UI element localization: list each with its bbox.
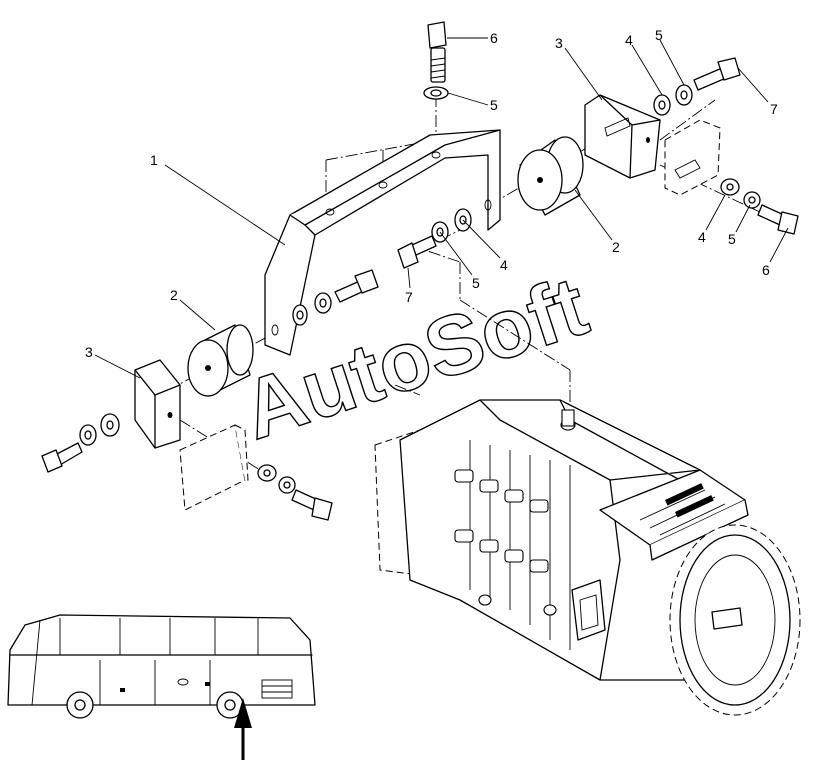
gearbox-bell-housing <box>669 524 801 716</box>
callout-mount-right-2: 2 <box>612 239 620 255</box>
right-rubber-mount <box>517 136 584 216</box>
callout-washer-mid-4: 4 <box>500 257 508 273</box>
callout-mount-right-3: 3 <box>555 35 563 51</box>
callout-mount-left-3: 3 <box>85 344 93 360</box>
callout-bracket: 1 <box>150 152 158 168</box>
callout-mount-left-2: 2 <box>170 287 178 303</box>
callout-washer-lower-5: 5 <box>728 231 736 247</box>
left-rubber-mount <box>187 324 254 397</box>
left-cover-plate <box>179 424 249 511</box>
callout-washer-mid-5: 5 <box>472 275 480 291</box>
right-cover-plate <box>664 119 721 196</box>
callout-bolt-mid-7: 7 <box>405 289 413 305</box>
callout-bolt-lower-6: 6 <box>762 262 770 278</box>
lower-left-washers-bolt <box>257 464 333 521</box>
left-mount-plate <box>134 359 181 449</box>
top-bolt <box>427 21 447 83</box>
callout-numbers: 6 5 1 3 2 4 5 7 3 4 5 7 2 4 5 6 <box>85 27 778 360</box>
bus-icon <box>7 614 316 719</box>
callout-washer-top: 5 <box>490 97 498 113</box>
right-mount-plate <box>584 94 661 179</box>
gearbox-control-unit <box>599 469 749 561</box>
left-bracket-washers <box>292 269 379 326</box>
right-washers-bolt <box>653 57 741 116</box>
gearbox-assembly <box>374 399 801 716</box>
callout-washer-right-4: 4 <box>625 32 633 48</box>
callout-bolt-top: 6 <box>490 30 498 46</box>
callout-leaders <box>94 37 789 379</box>
left-washers-bolt <box>41 413 120 473</box>
engine-bracket <box>264 129 501 356</box>
gearbox-ribs <box>454 409 576 650</box>
callout-washer-right-5: 5 <box>655 27 663 43</box>
callout-bolt-right-7: 7 <box>770 101 778 117</box>
callout-washer-lower-4: 4 <box>698 229 706 245</box>
lower-right-washers-bolt <box>720 178 799 235</box>
top-washer <box>423 86 449 100</box>
arrow-up-icon <box>234 698 252 760</box>
